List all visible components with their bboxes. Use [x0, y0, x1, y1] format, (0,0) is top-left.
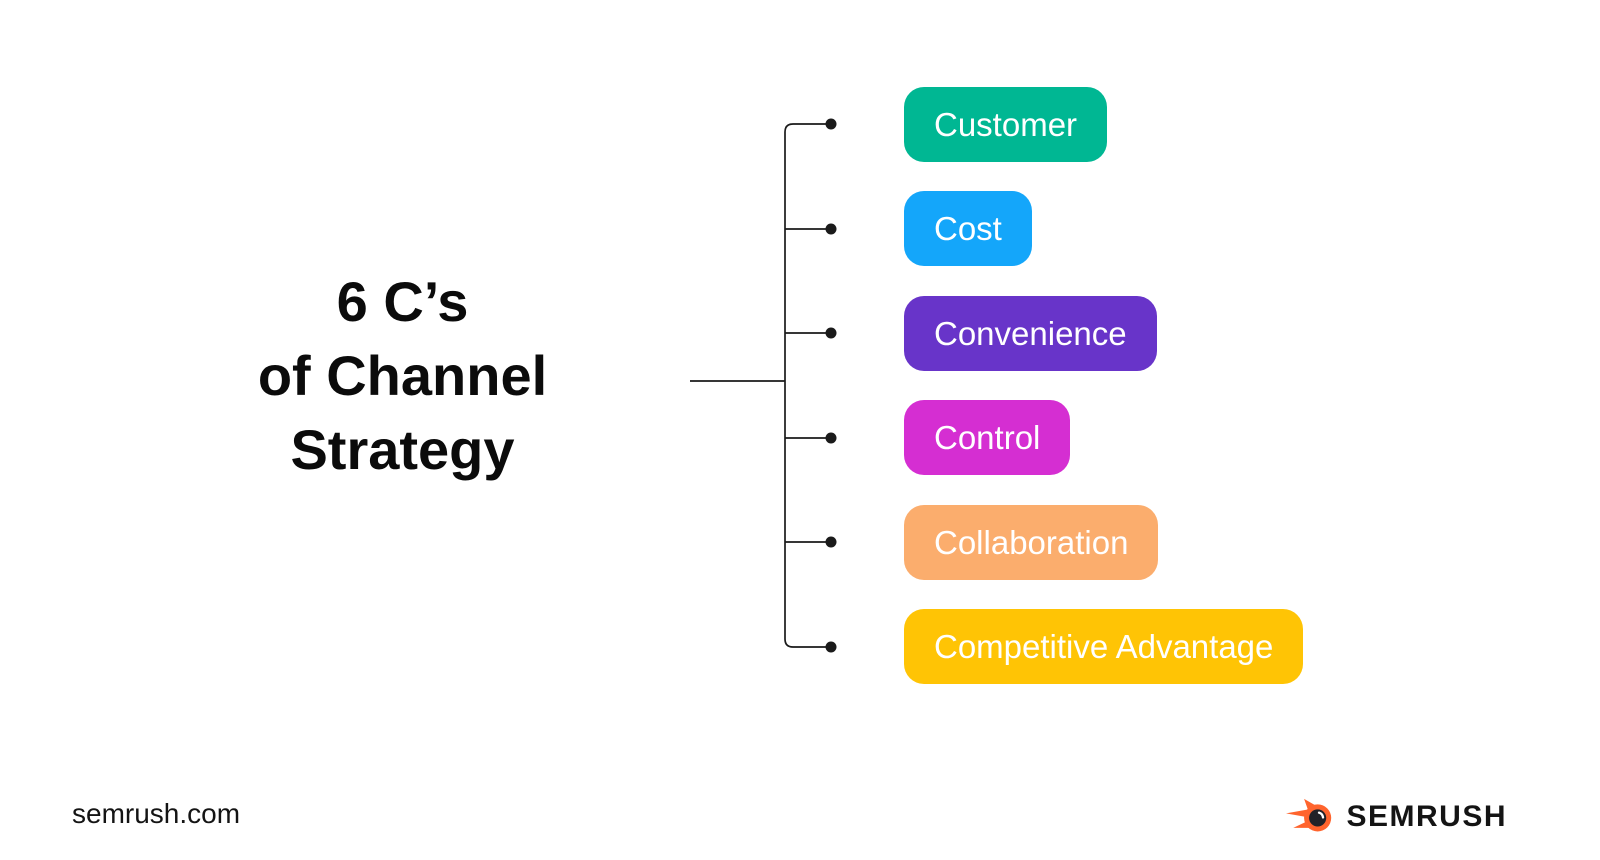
connector-node-dot [825, 432, 837, 444]
category-box-control: Control [904, 400, 1071, 475]
title-line-3: Strategy [290, 418, 515, 481]
fireball-highlight [1318, 811, 1325, 819]
website-url: semrush.com [72, 798, 241, 829]
connector-node-dot [825, 118, 837, 130]
title-line-2: of Channel [257, 344, 548, 407]
category-box-convenience: Convenience [904, 296, 1157, 371]
connector-node-dot [825, 536, 837, 548]
tree-connector [690, 118, 837, 653]
connector-node-dot [825, 641, 837, 653]
diagram-title: 6 C’s of Channel Strategy [170, 265, 635, 487]
category-box-competitive-advantage: Competitive Advantage [904, 609, 1304, 684]
connector-node-dot [825, 327, 837, 339]
semrush-flame-icon [1286, 798, 1332, 832]
semrush-wordmark: SEMRUSH [1346, 800, 1507, 833]
title-line-1: 6 C’s [336, 270, 469, 333]
category-box-cost: Cost [904, 191, 1032, 266]
category-box-collaboration: Collaboration [904, 505, 1159, 580]
flame-spike-top [1304, 798, 1318, 812]
semrush-logo: SEMRUSH [1286, 797, 1507, 837]
category-box-customer: Customer [904, 87, 1108, 162]
connector-node-dot [825, 223, 837, 235]
connector-trunk [784, 123, 831, 648]
